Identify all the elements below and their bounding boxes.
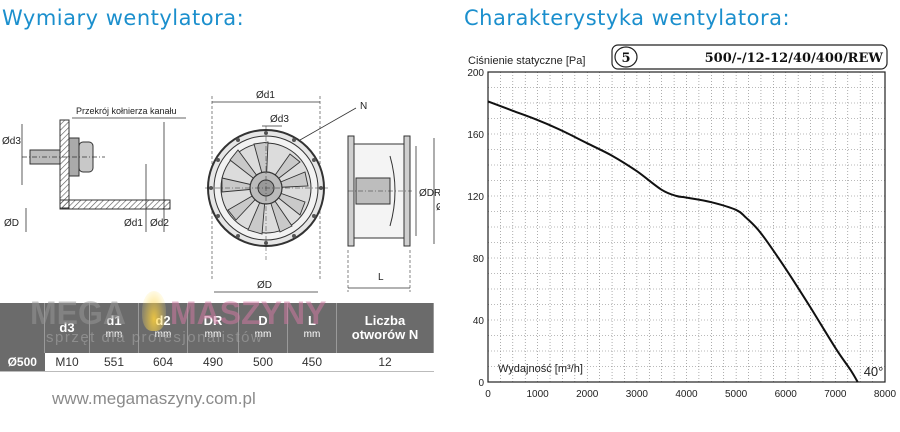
- x-tick-label: 1000: [527, 389, 550, 400]
- table-cell-D: 500: [238, 353, 288, 372]
- y-tick-label: 120: [467, 192, 484, 203]
- chart-grid: [487, 71, 886, 383]
- table-row: Ø500 M10 551 604 490 500 450 12: [0, 353, 434, 372]
- D-label-front: ØD: [257, 280, 272, 291]
- fan-side-view: ØDR Ød2 L: [347, 135, 440, 292]
- flange-section-label: Przekrój kołnierza kanału: [76, 106, 177, 116]
- flange-section: Przekrój kołnierza kanału Ød3 ØD Ød1 Ød2: [2, 106, 186, 232]
- y-tick-label: 200: [467, 68, 484, 79]
- y-tick-label: 40: [473, 316, 485, 327]
- blade-angle-label: 40°: [864, 364, 884, 379]
- x-axis-label: Wydajność [m³/h]: [498, 363, 583, 375]
- table-cell-d3: M10: [44, 353, 90, 372]
- chart-ticks: 0 1000 2000 3000 4000 5000 6000 7000 8000 0 40 80 12…: [467, 68, 896, 400]
- x-tick-label: 6000: [775, 389, 798, 400]
- model-badge-ellipse: [614, 46, 638, 68]
- model-header: 5 500/-/12-12/40/400/REW: [611, 44, 888, 70]
- y-tick-label: 80: [473, 254, 485, 265]
- table-cell-d1: 551: [89, 353, 139, 372]
- model-header-box: [611, 44, 888, 70]
- table-cell-d2: 604: [138, 353, 188, 372]
- table-header-empty: [0, 303, 45, 353]
- DR-label: ØDR: [419, 188, 440, 199]
- fan-dimension-drawing: Przekrój kołnierza kanału Ød3 ØD Ød1 Ød2…: [2, 90, 440, 293]
- d3-label-left: Ød3: [2, 136, 21, 147]
- x-tick-label: 3000: [626, 389, 649, 400]
- website-link[interactable]: www.megamaszyny.com.pl: [52, 389, 256, 408]
- table-cell-holes: 12: [336, 353, 434, 372]
- x-tick-label: 5000: [725, 389, 748, 400]
- N-label: N: [360, 101, 367, 112]
- table-cell-DR: 490: [187, 353, 239, 372]
- table-row-label: Ø500: [0, 353, 45, 372]
- d2-label-side: Ød2: [436, 202, 440, 213]
- d2-label-left: Ød2: [150, 218, 169, 229]
- x-tick-label: 0: [485, 389, 491, 400]
- x-tick-label: 4000: [675, 389, 698, 400]
- D-label-left: ØD: [4, 218, 19, 229]
- plot-frame: [487, 71, 886, 383]
- table-header-holes: Liczba otworów N: [336, 303, 434, 353]
- table-header-d3: d3: [44, 303, 90, 353]
- x-tick-label: 2000: [576, 389, 599, 400]
- table-cell-L: 450: [287, 353, 337, 372]
- characteristics-heading: Charakterystyka wentylatora:: [464, 6, 791, 30]
- x-tick-label: 7000: [824, 389, 847, 400]
- y-axis-label: Ciśnienie statyczne [Pa]: [468, 55, 585, 67]
- d1-label-left: Ød1: [124, 218, 143, 229]
- y-tick-label: 160: [467, 130, 484, 141]
- L-label: L: [378, 272, 384, 283]
- fan-front-view: Ød1 Ød3 N ØD: [205, 90, 367, 293]
- fan-characteristic-chart: 0 1000 2000 3000 4000 5000 6000 7000 8000 0 40 80 12…: [467, 44, 897, 400]
- series-line: [487, 100, 859, 383]
- d3-label-front: Ød3: [270, 114, 289, 125]
- d1-label-front: Ød1: [256, 90, 275, 101]
- y-tick-label: 0: [478, 378, 484, 389]
- model-badge: 5: [621, 51, 630, 66]
- x-tick-label: 8000: [874, 389, 897, 400]
- dimensions-heading: Wymiary wentylatora:: [2, 6, 245, 30]
- model-name: 500/-/12-12/40/400/REW: [705, 51, 884, 66]
